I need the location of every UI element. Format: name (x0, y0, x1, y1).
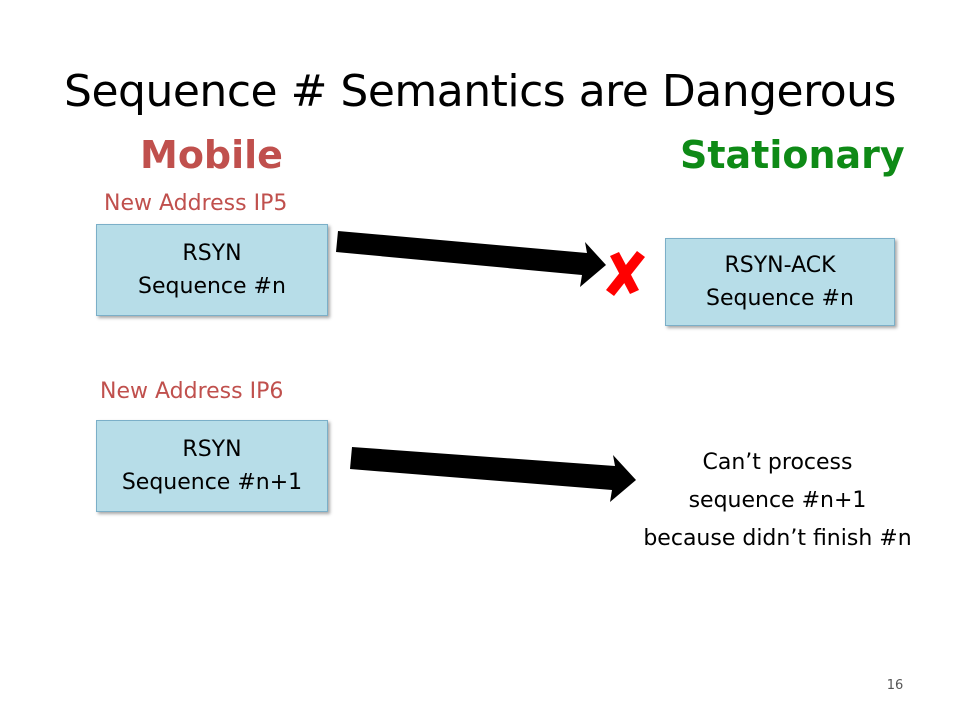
mobile-heading: Mobile (140, 133, 283, 177)
arrow-to-stationary (350, 447, 636, 502)
slide-title: Sequence # Semantics are Dangerous (64, 66, 896, 117)
rsyn-packet-n: RSYN Sequence #n (96, 224, 328, 316)
red-x-icon (606, 251, 645, 296)
page-number: 16 (886, 678, 904, 693)
packet-sequence-label: Sequence #n+1 (121, 470, 303, 495)
packet-sequence-label: Sequence #n (138, 274, 286, 299)
stationary-note: Can’t process sequence #n+1 because didn… (615, 444, 940, 558)
packet-type-label: RSYN (182, 241, 242, 266)
rsyn-ack-packet: RSYN-ACK Sequence #n (665, 238, 895, 326)
note-line: because didn’t finish #n (643, 526, 912, 551)
note-line: sequence #n+1 (688, 488, 867, 513)
packet-sequence-label: Sequence #n (706, 286, 854, 311)
address-ip5-label: New Address IP5 (104, 191, 288, 216)
note-line: Can’t process (702, 450, 853, 475)
arrow-to-stationary-dropped (336, 231, 606, 287)
address-ip6-label: New Address IP6 (100, 379, 284, 404)
rsyn-packet-n-plus-1: RSYN Sequence #n+1 (96, 420, 328, 512)
packet-type-label: RSYN-ACK (724, 253, 836, 278)
stationary-heading: Stationary (680, 133, 905, 177)
packet-type-label: RSYN (182, 437, 242, 462)
